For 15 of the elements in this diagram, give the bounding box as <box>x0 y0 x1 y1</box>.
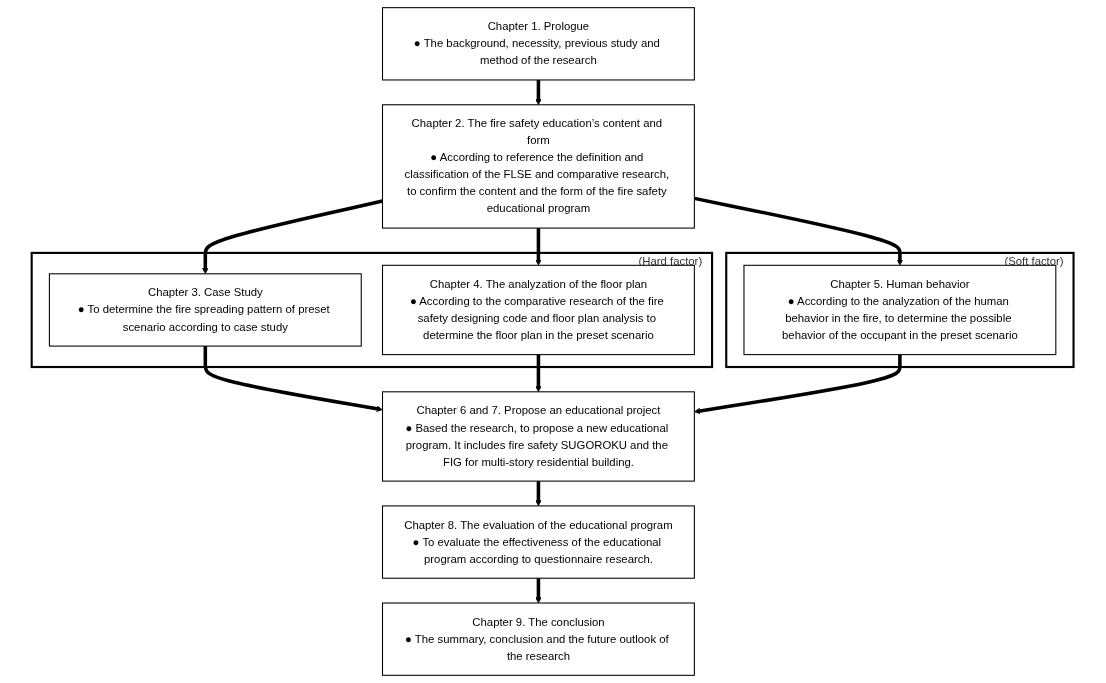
node-box: Chapter 9. The conclusion ● The summary, conclusion and the future outlook of the research <box>382 602 696 676</box>
arrow <box>535 578 542 604</box>
node-box: Chapter 1. Prologue ● The background, necessity, previous study and method of the research <box>382 7 696 81</box>
arrow <box>535 481 542 507</box>
node-box: Chapter 8. The evaluation of the educational program ● To evaluate the effectiveness of the educational program according to questionnaire research. <box>382 505 696 579</box>
node-box: Chapter 2. The fire safety education’s content and form ● According to reference the definition and classification of the FLSE and comparative research, to confirm the content and the form of the fire safety educational program <box>382 104 696 229</box>
arrow <box>535 228 542 266</box>
node-box: Chapter 6 and 7. Propose an educational project ● Based the research, to propose a new educational program. It includes fire safety SUGOROKU and the FIG for multi-story residential building. <box>382 391 696 482</box>
arrow <box>535 354 542 393</box>
arrow <box>535 79 542 106</box>
arrow <box>694 354 903 415</box>
node-box: Chapter 3. Case Study ● To determine the fire spreading pattern of preset scenario according to case study <box>49 273 363 347</box>
node-box: Chapter 5. Human behavior ● According to the analyzation of the human behavior in the fire, to determine the possible behavior of the occupant in the preset scenario <box>743 264 1057 356</box>
arrow <box>694 196 904 266</box>
node-box: Chapter 4. The analyzation of the floor plan ● According to the comparative research of the fire safety designing code and floor plan analysis to determine the floor plan in the preset scenario <box>382 264 696 356</box>
